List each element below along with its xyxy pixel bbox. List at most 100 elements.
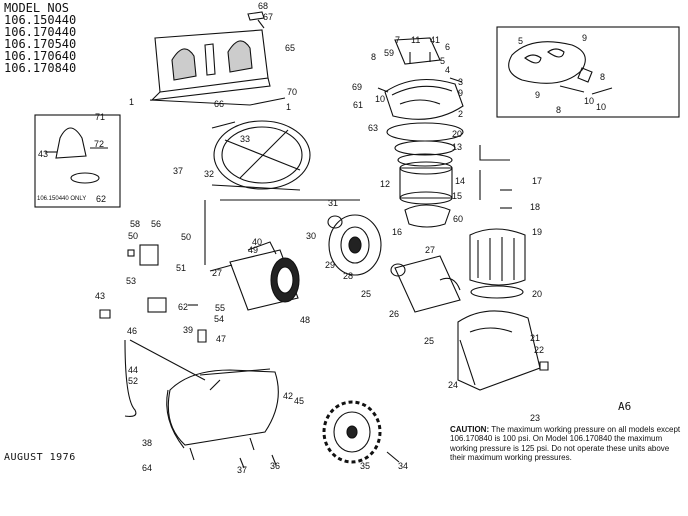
part-number: 61 (353, 100, 363, 110)
part-number: 42 (283, 391, 293, 401)
belt-guard (149, 29, 286, 106)
part-number: 21 (530, 333, 540, 343)
part-number: 11 (411, 35, 420, 45)
part-number: 37 (173, 166, 183, 176)
model-number: 106.170440 (4, 25, 77, 39)
part-number: 68 (258, 1, 268, 11)
part-number: 5 (518, 36, 523, 46)
part-number: 17 (532, 176, 542, 186)
part-number: 4 (445, 65, 450, 75)
part-number: 20 (532, 289, 542, 299)
part-number: 9 (458, 88, 463, 98)
part-number: 47 (216, 334, 226, 344)
part-number: 27 (425, 245, 435, 255)
model-number: 106.150440 (4, 13, 77, 27)
flywheel (327, 214, 382, 276)
part-number: 8 (600, 72, 605, 82)
part-number: 8 (371, 52, 376, 62)
part-number: 39 (183, 325, 193, 335)
part-number: 51 (176, 263, 186, 273)
part-number: 16 (392, 227, 402, 237)
hose-and-wiring (124, 145, 510, 417)
part-number: 13 (452, 142, 462, 152)
part-number: 59 (384, 48, 394, 58)
part-number: 2 (458, 109, 463, 119)
part-number: 1 (286, 102, 291, 112)
part-number: 37 (237, 465, 247, 475)
part-number: 20 (452, 129, 462, 139)
part-number: 22 (534, 345, 544, 355)
part-number: 28 (343, 271, 353, 281)
part-number-labels: 68 67 65 70 1 66 1 7 11 41 6 8 59 5 4 3 … (38, 1, 606, 475)
part-number: 43 (95, 291, 105, 301)
bracket-68 (247, 11, 265, 29)
part-number: 9 (535, 90, 540, 100)
model-number: 106.170640 (4, 49, 77, 63)
part-number: 7 (395, 35, 400, 45)
part-number: 54 (214, 314, 224, 324)
air-tank (166, 368, 279, 461)
part-number: 26 (389, 309, 399, 319)
part-number: 1 (129, 97, 134, 107)
part-number: 5 (440, 56, 445, 66)
part-number: 65 (285, 43, 295, 53)
part-number: 34 (398, 461, 408, 471)
part-number: 23 (530, 413, 540, 423)
part-number: 53 (126, 276, 136, 286)
caution-note: CAUTION: The maximum working pressure on… (450, 425, 684, 463)
part-number: 52 (128, 376, 138, 386)
part-number: 35 (360, 461, 370, 471)
part-number: 41 (430, 35, 440, 45)
model-number: 106.170840 (4, 61, 77, 75)
flywheel-guard (211, 120, 311, 191)
part-number: 3 (458, 77, 463, 87)
part-number: 24 (448, 380, 458, 390)
wheel (322, 400, 382, 464)
part-number: 71 (95, 112, 105, 122)
inset-note: 106.150440 ONLY (37, 196, 87, 202)
cylinder-head (384, 37, 464, 228)
crankshaft (390, 255, 461, 313)
diagram-date: AUGUST 1976 (4, 452, 76, 463)
part-number: 19 (532, 227, 542, 237)
caution-label: CAUTION: (450, 425, 490, 434)
part-number: 30 (306, 231, 316, 241)
part-number: 31 (328, 198, 338, 208)
part-number: 45 (294, 396, 304, 406)
pressure-switch-inset (34, 114, 121, 208)
part-number: 58 (130, 219, 140, 229)
part-number: 63 (368, 123, 378, 133)
part-number: 25 (361, 289, 371, 299)
part-number: 50 (181, 232, 191, 242)
part-number: 49 (248, 245, 258, 255)
part-number: 15 (452, 191, 462, 201)
part-number: 66 (214, 99, 224, 109)
part-number: 55 (215, 303, 225, 313)
part-number: 36 (270, 461, 280, 471)
part-number: 10 (375, 94, 385, 104)
part-number: 33 (240, 134, 250, 144)
small-parts (99, 52, 549, 469)
part-number: 62 (96, 194, 106, 204)
part-number: 18 (530, 202, 540, 212)
part-number: 60 (453, 214, 463, 224)
part-number: 67 (263, 12, 273, 22)
part-number: 40 (252, 237, 262, 247)
part-number: 27 (212, 268, 222, 278)
model-number: 106.170540 (4, 37, 77, 51)
model-list: MODEL NOS 106.150440 106.170440 106.1705… (4, 2, 76, 74)
part-number: 10 (596, 102, 606, 112)
part-number: 10 (584, 96, 594, 106)
caution-text: The maximum working pressure on all mode… (450, 425, 681, 463)
part-number: 62 (178, 302, 188, 312)
part-number: 29 (325, 260, 335, 270)
diagram-reference: A6 (618, 400, 632, 413)
part-number: 9 (582, 33, 587, 43)
part-number: 38 (142, 438, 152, 448)
part-number: 72 (94, 139, 104, 149)
part-number: 48 (300, 315, 310, 325)
part-number: 44 (128, 365, 138, 375)
part-number: 12 (380, 179, 390, 189)
